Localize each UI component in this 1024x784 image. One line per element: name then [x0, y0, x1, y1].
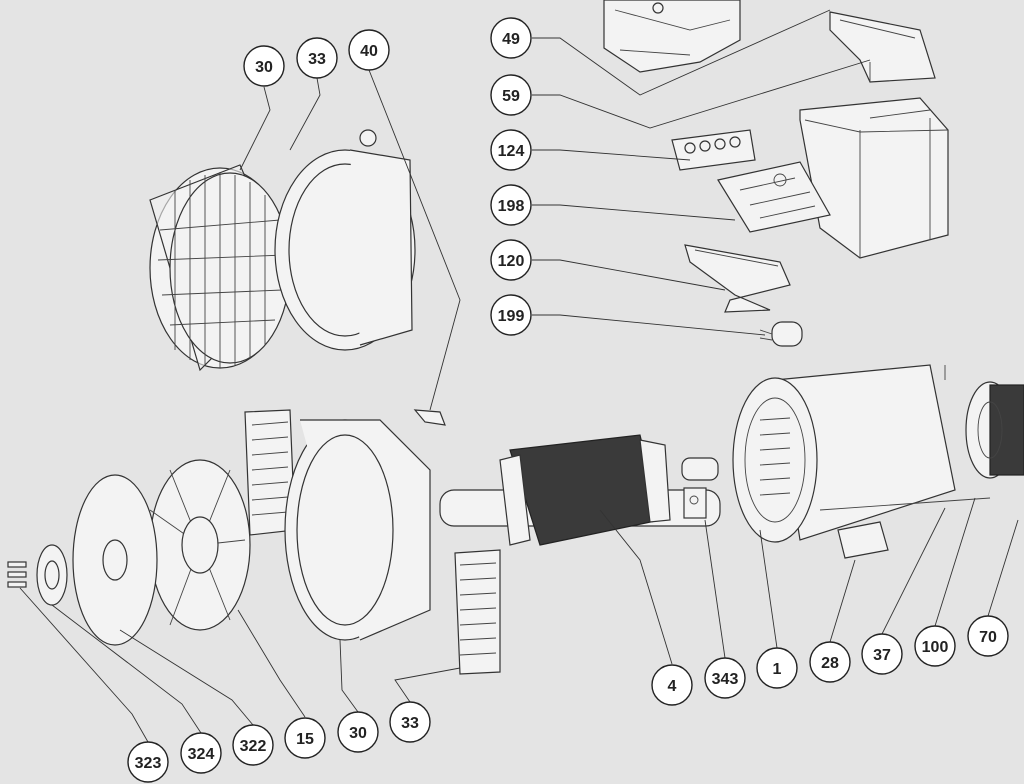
svg-text:70: 70 — [979, 629, 997, 646]
callout-120: 120 — [490, 239, 532, 281]
svg-text:59: 59 — [502, 88, 520, 105]
rotor-part — [439, 434, 721, 546]
callout-40: 40 — [348, 29, 390, 71]
svg-text:100: 100 — [922, 639, 949, 656]
callout-343: 343 — [704, 657, 746, 699]
callout-70: 70 — [967, 615, 1009, 657]
svg-text:198: 198 — [498, 198, 525, 215]
callout-30-top: 30 — [243, 45, 285, 87]
callout-33-top: 33 — [296, 37, 338, 79]
svg-text:124: 124 — [498, 143, 525, 160]
callout-100: 100 — [914, 625, 956, 667]
avr-board-part — [717, 161, 831, 233]
leader-lines — [19, 9, 1019, 743]
coupling-disc-part — [72, 474, 158, 646]
terminal-block-part — [671, 129, 756, 171]
callout-198: 198 — [490, 184, 532, 226]
capacitor-part — [759, 321, 803, 347]
svg-text:37: 37 — [873, 647, 891, 664]
svg-text:120: 120 — [498, 253, 525, 270]
hub-washer-part — [36, 544, 68, 606]
svg-text:199: 199 — [498, 308, 525, 325]
callout-49: 49 — [490, 17, 532, 59]
svg-text:28: 28 — [821, 655, 839, 672]
mounting-plate-part — [684, 244, 791, 313]
callout-324: 324 — [180, 732, 222, 774]
side-screen-part — [454, 549, 501, 675]
svg-text:30: 30 — [349, 725, 367, 742]
svg-text:30: 30 — [255, 59, 273, 76]
fan-part — [149, 459, 251, 631]
svg-text:33: 33 — [401, 715, 419, 732]
foot-part — [837, 521, 889, 559]
svg-text:343: 343 — [712, 671, 739, 688]
svg-text:1: 1 — [773, 661, 782, 678]
callout-30-bottom: 30 — [337, 711, 379, 753]
clip-part — [413, 409, 446, 426]
callout-199: 199 — [490, 294, 532, 336]
svg-text:40: 40 — [360, 43, 378, 60]
svg-text:15: 15 — [296, 731, 314, 748]
tie-rod-part — [819, 365, 991, 511]
rear-bracket-part — [274, 129, 416, 351]
callout-59: 59 — [490, 74, 532, 116]
rear-grille-part — [149, 164, 291, 372]
regulator-housing-part — [799, 97, 949, 259]
callout-322: 322 — [232, 724, 274, 766]
callout-323: 323 — [127, 741, 169, 783]
svg-text:324: 324 — [188, 746, 215, 763]
svg-text:322: 322 — [240, 738, 267, 755]
callout-15: 15 — [284, 717, 326, 759]
adapter-ring-part — [284, 419, 431, 641]
rectifier-part — [683, 487, 707, 519]
stator-frame-part — [732, 364, 956, 543]
svg-text:4: 4 — [668, 678, 677, 695]
callout-1: 1 — [756, 647, 798, 689]
callout-124: 124 — [490, 129, 532, 171]
callout-33-bottom: 33 — [389, 701, 431, 743]
terminal-cover-part — [829, 11, 936, 83]
bolts-part — [7, 561, 27, 588]
callout-37: 37 — [861, 633, 903, 675]
exciter-part — [965, 381, 1024, 479]
callout-4: 4 — [651, 664, 693, 706]
callout-28: 28 — [809, 641, 851, 683]
svg-text:33: 33 — [308, 51, 326, 68]
top-enclosure-part — [603, 0, 741, 73]
svg-text:323: 323 — [135, 755, 162, 772]
svg-text:49: 49 — [502, 31, 520, 48]
